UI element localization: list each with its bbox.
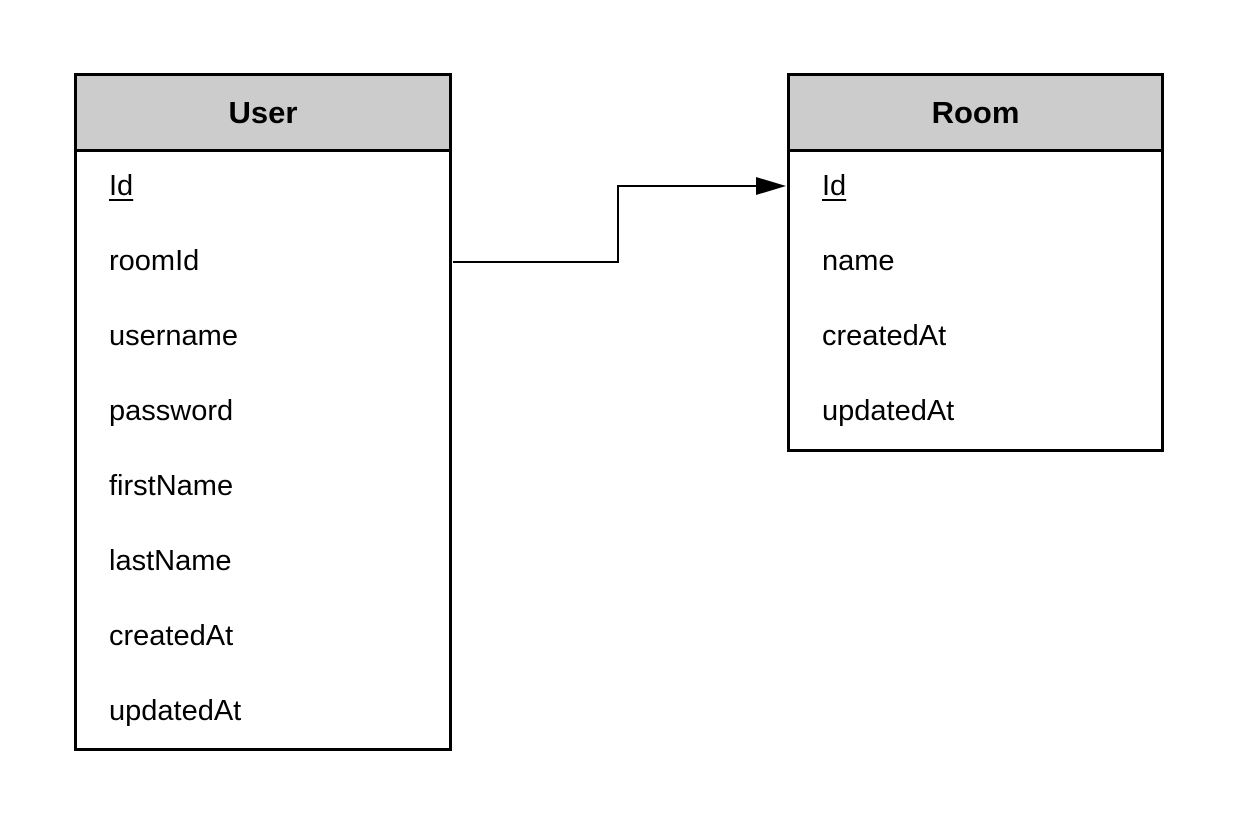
- field-user-username[interactable]: username: [77, 299, 449, 374]
- field-label: createdAt: [822, 320, 947, 352]
- entity-user[interactable]: User Id roomId username password firstNa…: [74, 73, 452, 751]
- field-label: Id: [822, 170, 847, 202]
- entity-room-fields: Id name createdAt updatedAt: [790, 149, 1161, 449]
- field-user-password[interactable]: password: [77, 374, 449, 449]
- field-label: name: [822, 245, 895, 277]
- field-label: firstName: [109, 470, 234, 502]
- field-room-name[interactable]: name: [790, 224, 1161, 299]
- field-user-firstname[interactable]: firstName: [77, 449, 449, 524]
- field-room-createdat[interactable]: createdAt: [790, 299, 1161, 374]
- relationship-arrowhead-icon: [756, 177, 786, 195]
- field-label: password: [109, 395, 234, 427]
- entity-room-title: Room: [790, 76, 1161, 152]
- field-room-id[interactable]: Id: [790, 149, 1161, 224]
- field-room-updatedat[interactable]: updatedAt: [790, 374, 1161, 449]
- field-user-lastname[interactable]: lastName: [77, 524, 449, 599]
- field-user-updatedat[interactable]: updatedAt: [77, 674, 449, 749]
- field-label: updatedAt: [109, 695, 242, 727]
- field-label: roomId: [109, 245, 200, 277]
- field-label: Id: [109, 170, 134, 202]
- entity-user-fields: Id roomId username password firstName la…: [77, 149, 449, 749]
- field-user-roomid[interactable]: roomId: [77, 224, 449, 299]
- field-user-createdat[interactable]: createdAt: [77, 599, 449, 674]
- field-label: updatedAt: [822, 395, 955, 427]
- field-label: lastName: [109, 545, 232, 577]
- relationship-line: [453, 185, 760, 263]
- entity-user-title: User: [77, 76, 449, 152]
- field-label: username: [109, 320, 238, 352]
- entity-room[interactable]: Room Id name createdAt updatedAt: [787, 73, 1164, 452]
- field-label: createdAt: [109, 620, 234, 652]
- field-user-id[interactable]: Id: [77, 149, 449, 224]
